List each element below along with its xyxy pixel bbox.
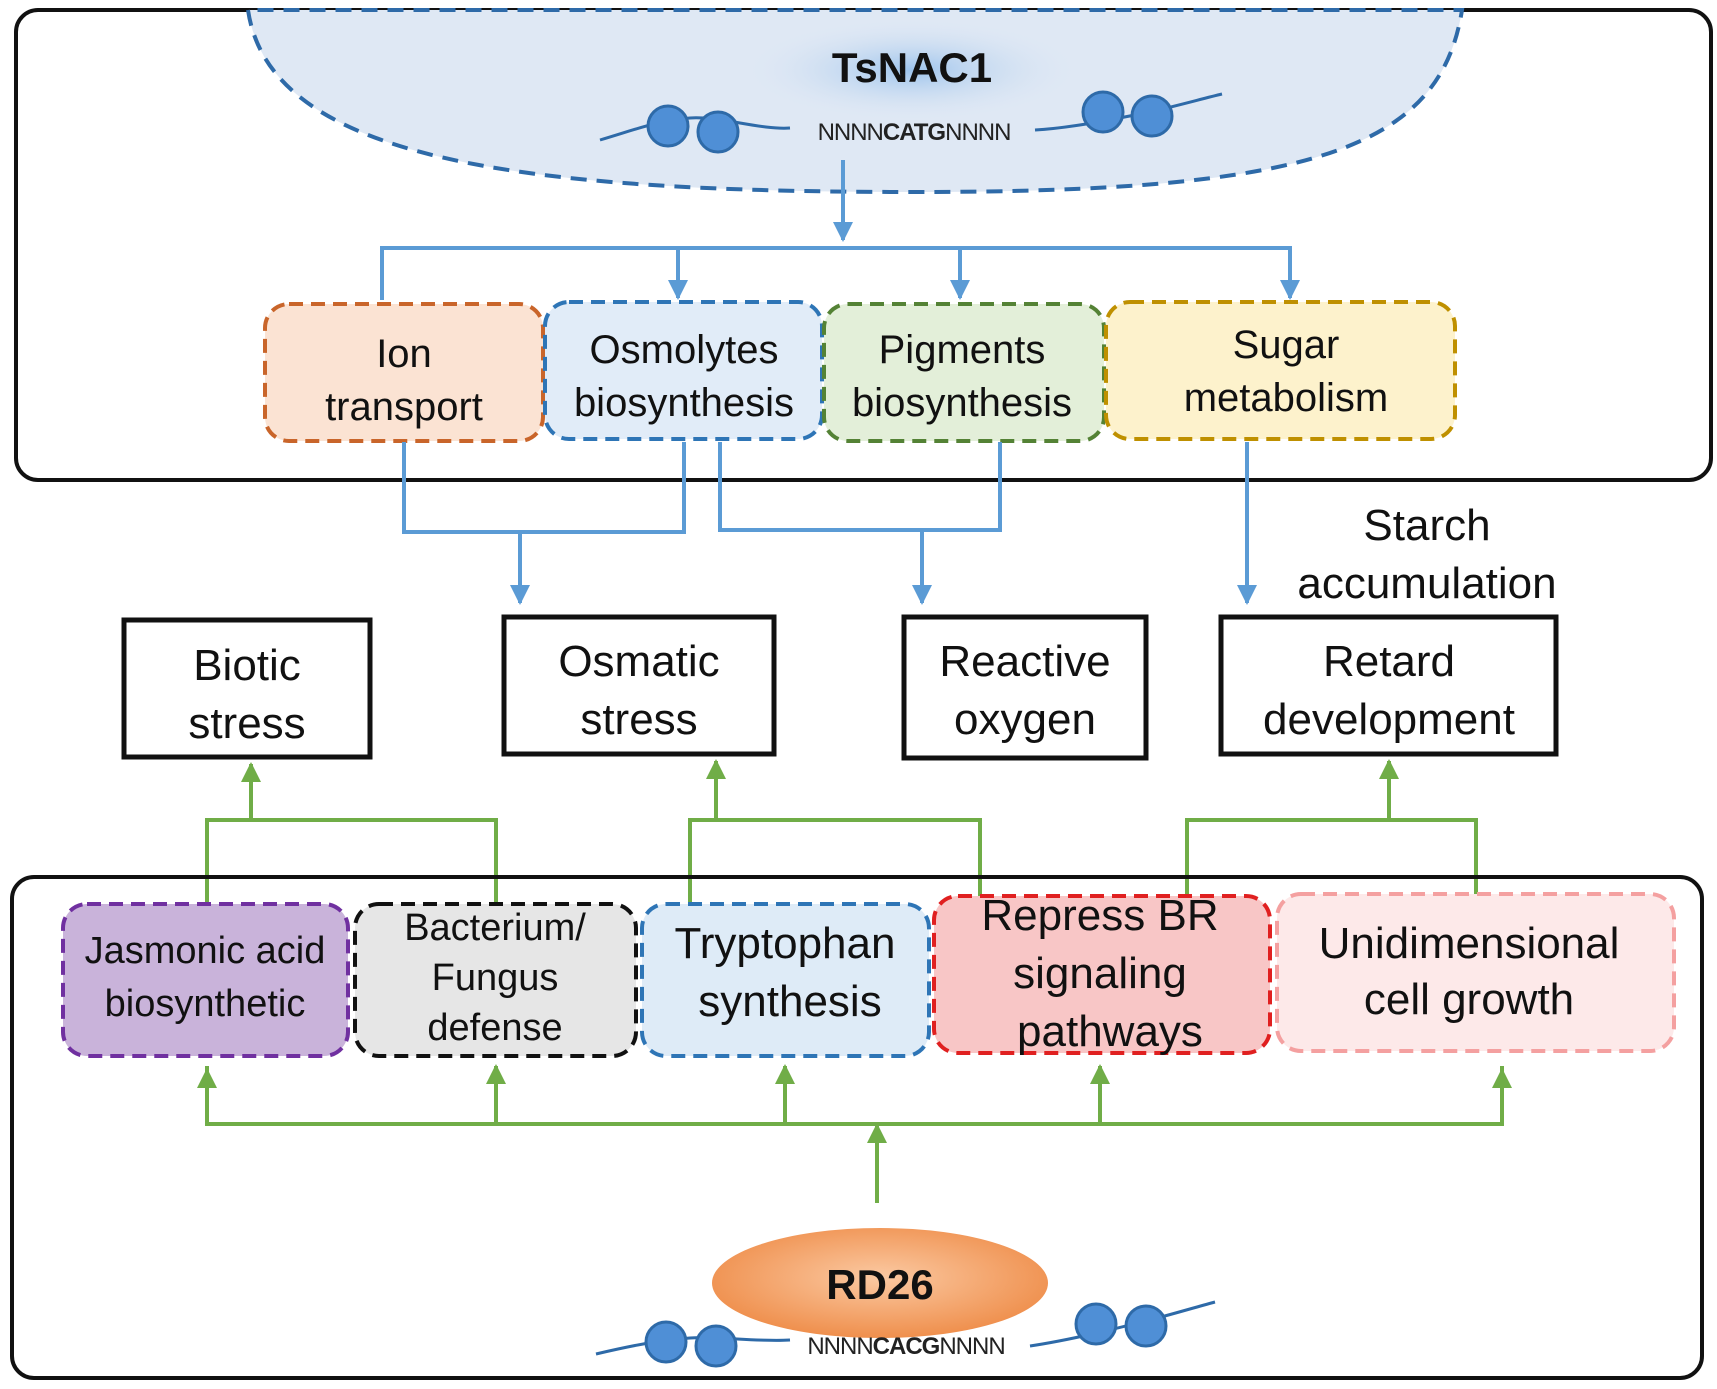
target-line3: defense	[427, 1007, 562, 1049]
tsnac1-target-osmolytes-biosynthesis: Osmolytes biosynthesis	[543, 300, 824, 441]
nucleosome-icon	[694, 1324, 738, 1368]
target-line1: Unidimensional	[1319, 919, 1620, 968]
target-line1: Pigments	[879, 328, 1046, 372]
seq-prefix: NNNN	[818, 119, 883, 146]
rd26-oval	[712, 1228, 1048, 1338]
phenotype-line2: oxygen	[954, 695, 1096, 744]
rd26-target-bacterium-fungus-defense: Bacterium/ Fungus defense	[353, 902, 638, 1058]
nucleosome-icon	[644, 1320, 688, 1364]
target-box	[640, 902, 931, 1058]
phenotype-line1: Reactive	[939, 637, 1110, 686]
phenotype-line1: Biotic	[193, 641, 301, 690]
phenotype-biotic-stress: Biotic stress	[121, 617, 373, 760]
target-box	[353, 902, 638, 1058]
rd26-target-arrows	[197, 1064, 1512, 1203]
target-line1: Osmolytes	[590, 328, 779, 372]
rd26-target-unidimensional-growth: Unidimensional cell growth	[1275, 892, 1676, 1053]
starch-accumulation-note: Starch accumulation	[1297, 501, 1556, 608]
seq-suffix: NNNN	[945, 119, 1010, 146]
phenotype-box	[501, 614, 777, 757]
target-box	[61, 902, 350, 1058]
seq-core: CACG	[873, 1333, 940, 1360]
target-line2: cell growth	[1364, 975, 1574, 1024]
seq-core: CATG	[883, 119, 946, 146]
target-line3: pathways	[1017, 1007, 1203, 1056]
phenotype-line1: Osmatic	[558, 637, 719, 686]
tsnac1-panel: TsNAC1 NNNNCATGNNNN Ion transport Osmoly…	[14, 8, 1713, 482]
target-line2: transport	[325, 385, 483, 429]
target-line1: Jasmonic acid	[85, 930, 326, 972]
seq-prefix: NNNN	[807, 1333, 872, 1360]
tsnac1-target-pigments-biosynthesis: Pigments biosynthesis	[822, 302, 1106, 443]
phenotype-osmatic-stress: Osmatic stress	[501, 614, 777, 757]
phenotype-line1: Retard	[1323, 637, 1455, 686]
target-line1: Ion	[376, 332, 432, 376]
phenotype-retard-development: Retard development	[1218, 614, 1559, 757]
target-line2: synthesis	[698, 977, 881, 1026]
target-box	[1104, 300, 1457, 441]
target-line2: metabolism	[1184, 376, 1389, 420]
tsnac1-gene-label: TsNAC1	[832, 44, 992, 91]
rd26-dna-right	[1029, 1300, 1216, 1348]
starch-line1: Starch	[1363, 501, 1490, 550]
tsnac1-target-ion-transport: Ion transport	[263, 302, 545, 443]
target-box	[932, 894, 1272, 1055]
target-line1: Bacterium/	[404, 907, 586, 949]
target-line2: biosynthesis	[574, 381, 794, 425]
dna-strand-icon	[599, 116, 791, 142]
phenotype-reactive-oxygen: Reactive oxygen	[901, 614, 1149, 761]
phenotype-box	[121, 617, 373, 760]
tsnac1-binding-sequence: NNNNCATGNNNN	[818, 119, 1011, 146]
nucleosome-icon	[1081, 90, 1125, 134]
target-line1: Tryptophan	[675, 919, 896, 968]
target-line2: biosynthetic	[105, 983, 306, 1025]
phenotype-line2: stress	[580, 695, 697, 744]
target-box	[263, 302, 545, 443]
target-line2: Fungus	[432, 957, 559, 999]
rd26-target-tryptophan-synthesis: Tryptophan synthesis	[640, 902, 931, 1058]
tsnac1-dna-right	[1034, 90, 1223, 138]
phenotype-box	[1218, 614, 1559, 757]
target-line1: Sugar	[1233, 323, 1340, 367]
rd26-target-repress-br-signaling: Repress BR signaling pathways	[932, 891, 1272, 1056]
rd26-panel-border	[10, 875, 1704, 1380]
rd26-panel: Jasmonic acid biosynthetic Bacterium/ Fu…	[10, 875, 1704, 1380]
target-line2: biosynthesis	[852, 381, 1072, 425]
nucleosome-icon	[1130, 94, 1174, 138]
tsnac1-phenotype-arrows	[402, 442, 1257, 605]
rd26-gene-label: RD26	[826, 1261, 933, 1308]
target-line2: signaling	[1013, 949, 1187, 998]
tsnac1-target-sugar-metabolism: Sugar metabolism	[1104, 300, 1457, 441]
rd26-dna-left	[595, 1320, 791, 1368]
tsnac1-dna-left	[599, 104, 791, 154]
dna-strand-icon	[1029, 1300, 1216, 1348]
phenotype-line2: development	[1263, 695, 1515, 744]
target-box	[1275, 892, 1676, 1053]
phenotype-box	[901, 614, 1149, 761]
dna-strand-icon	[595, 1336, 791, 1356]
nucleosome-icon	[646, 104, 690, 148]
nucleosome-icon	[1124, 1304, 1168, 1348]
tsnac1-glow	[742, 18, 1082, 122]
rd26-phenotype-arrows	[205, 759, 1478, 903]
phenotype-line2: stress	[188, 699, 305, 748]
target-line1: Repress BR	[981, 891, 1218, 940]
nucleosome-icon	[1074, 1302, 1118, 1346]
rd26-target-jasmonic-acid: Jasmonic acid biosynthetic	[61, 902, 350, 1058]
rd26-binding-sequence: NNNNCACGNNNN	[807, 1333, 1004, 1360]
seq-suffix: NNNN	[939, 1333, 1004, 1360]
starch-line2: accumulation	[1297, 559, 1556, 608]
nucleosome-icon	[696, 110, 740, 154]
tsnac1-target-arrows	[380, 160, 1300, 300]
